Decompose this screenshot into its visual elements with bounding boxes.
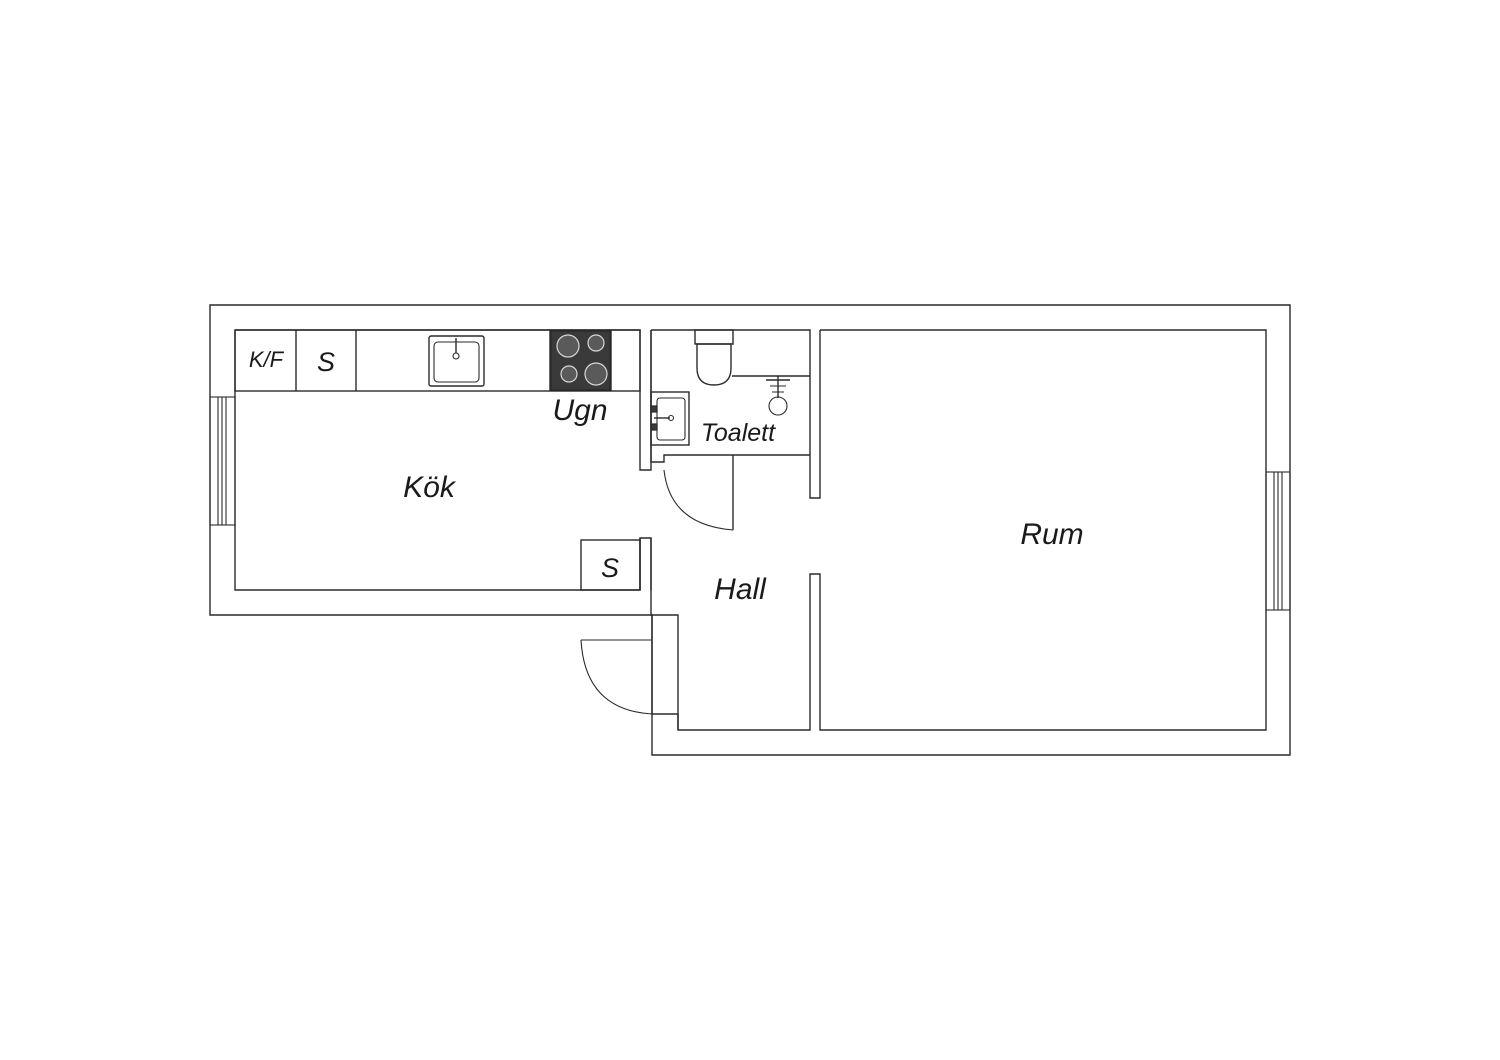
window-right-icon bbox=[1265, 471, 1291, 611]
kitchen-room-label: Kök bbox=[403, 471, 457, 504]
kitchen-counter bbox=[234, 329, 641, 392]
window-left-icon bbox=[209, 396, 236, 526]
entry-door-swing bbox=[580, 639, 653, 715]
kitchen-closet-label: S bbox=[317, 347, 335, 377]
main-room-label: Rum bbox=[1020, 518, 1083, 551]
fridge-freezer-label: K/F bbox=[249, 347, 285, 372]
exterior-wall-outline bbox=[209, 304, 1291, 756]
shower-icon bbox=[766, 376, 790, 416]
toilet-icon bbox=[694, 329, 734, 386]
kitchen-sink-icon bbox=[428, 335, 485, 387]
hall-entrance-wall bbox=[651, 640, 679, 730]
toilet-room-label: Toalett bbox=[701, 419, 776, 447]
oven-label: Ugn bbox=[552, 394, 607, 427]
hall-closet-label: S bbox=[601, 553, 619, 583]
hall-room-label: Hall bbox=[714, 573, 767, 606]
hall-wall bbox=[639, 329, 1267, 731]
washbasin-icon bbox=[650, 391, 690, 446]
toilet-door-swing bbox=[663, 469, 734, 531]
stove-icon bbox=[550, 330, 611, 391]
